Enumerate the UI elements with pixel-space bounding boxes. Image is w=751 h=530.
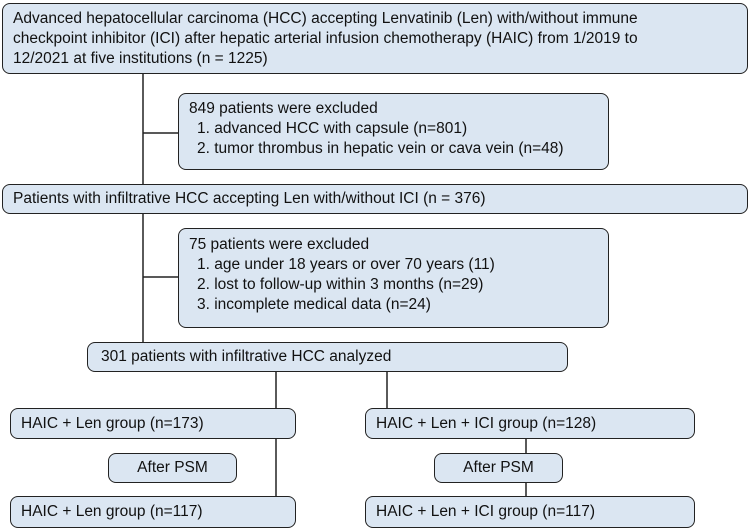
psm-right-box: After PSM — [434, 453, 563, 483]
final-len-box: HAIC + Len group (n=117) — [10, 496, 296, 528]
infiltrative-cohort-text: Patients with infiltrative HCC accepting… — [13, 190, 486, 207]
exclusion-2-item-3: 3. incomplete medical data (n=24) — [197, 296, 431, 313]
analyzed-box: 301 patients with infiltrative HCC analy… — [87, 342, 568, 372]
exclusion-2-title: 75 patients were excluded — [189, 236, 370, 253]
initial-cohort-line-2: checkpoint inhibitor (ICI) after hepatic… — [13, 30, 638, 47]
final-len-ici-box: HAIC + Len + ICI group (n=117) — [365, 496, 695, 528]
initial-cohort-line-1: Advanced hepatocellular carcinoma (HCC) … — [13, 10, 638, 27]
exclusion-1-item-1: 1. advanced HCC with capsule (n=801) — [197, 120, 468, 137]
exclusion-2-item-1: 1. age under 18 years or over 70 years (… — [197, 256, 495, 273]
infiltrative-cohort-box: Patients with infiltrative HCC accepting… — [2, 184, 748, 214]
group-len-ici-text: HAIC + Len + ICI group (n=128) — [376, 414, 597, 432]
final-len-text: HAIC + Len group (n=117) — [21, 503, 203, 520]
group-len-text: HAIC + Len group (n=173) — [21, 414, 204, 432]
initial-cohort-box: Advanced hepatocellular carcinoma (HCC) … — [2, 3, 748, 74]
initial-cohort-line-3: 12/2021 at five institutions (n = 1225) — [13, 50, 268, 67]
final-len-ici-text: HAIC + Len + ICI group (n=117) — [376, 503, 595, 520]
exclusion-box-2: 75 patients were excluded 1. age under 1… — [178, 228, 609, 328]
exclusion-1-title: 849 patients were excluded — [189, 100, 378, 117]
psm-left-box: After PSM — [108, 453, 237, 483]
exclusion-2-item-2: 2. lost to follow-up within 3 months (n=… — [197, 276, 484, 293]
psm-left-text: After PSM — [137, 459, 208, 476]
exclusion-box-1: 849 patients were excluded 1. advanced H… — [178, 93, 609, 170]
psm-right-text: After PSM — [463, 459, 534, 476]
group-len-box: HAIC + Len group (n=173) — [10, 408, 296, 439]
analyzed-text: 301 patients with infiltrative HCC analy… — [101, 348, 392, 365]
exclusion-1-item-2: 2. tumor thrombus in hepatic vein or cav… — [197, 140, 564, 157]
group-len-ici-box: HAIC + Len + ICI group (n=128) — [365, 408, 695, 439]
